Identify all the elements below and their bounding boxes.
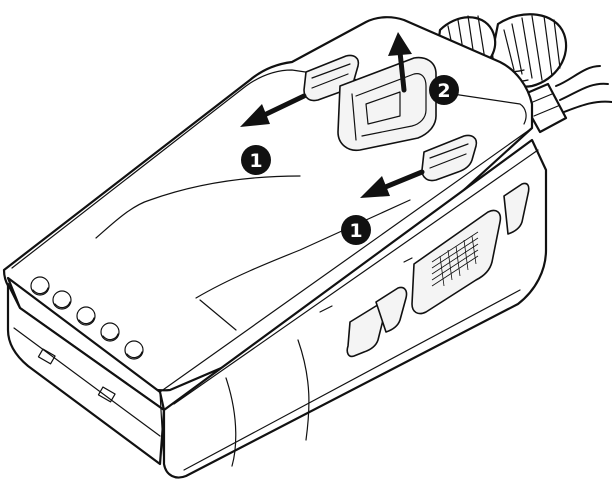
- arrow-icon: [388, 32, 412, 56]
- ptt-grille: [431, 231, 479, 287]
- arrow-icon: [240, 104, 270, 127]
- arrow-slide-upper-latch: [240, 93, 307, 127]
- arrow-slide-lower-latch: [360, 169, 425, 198]
- battery-release-tab: [337, 56, 437, 152]
- step-number: 2: [437, 80, 450, 102]
- front-vents: [37, 348, 116, 403]
- battery-latch-lower: [421, 134, 478, 182]
- step-number: 1: [249, 150, 262, 172]
- arrow-icon: [360, 176, 390, 198]
- step-badge-1-upper: 1: [241, 145, 271, 175]
- battery-contacts: [30, 276, 144, 360]
- step-badge-1-lower: 1: [341, 215, 371, 245]
- step-number: 1: [349, 220, 362, 242]
- side-controls: [319, 182, 530, 358]
- arrow-lift-battery: [388, 32, 412, 93]
- step-badge-2: 2: [429, 75, 459, 105]
